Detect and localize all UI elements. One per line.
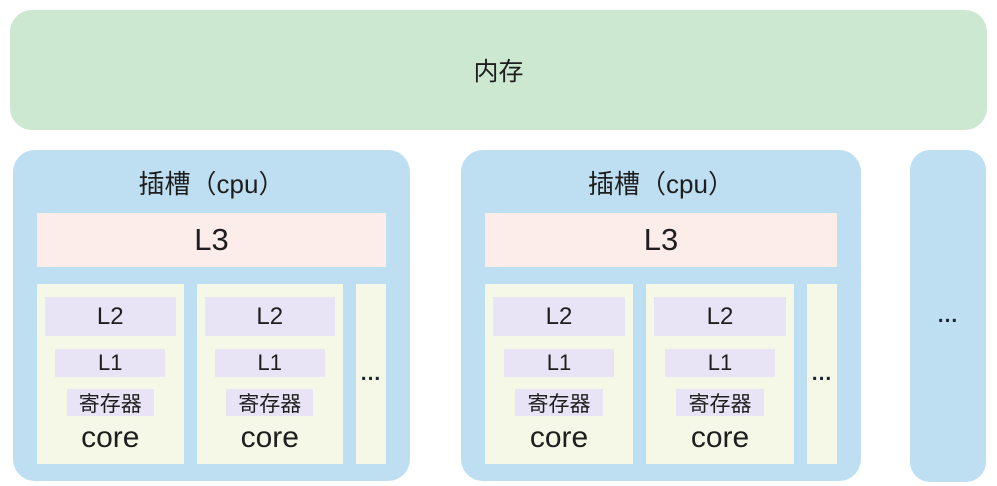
core-label: core [240,421,299,454]
register-block: 寄存器 [226,389,314,416]
l3-cache-block: L3 [37,213,386,267]
register-block: 寄存器 [514,389,604,416]
l2-cache-block: L2 [45,297,176,336]
l2-cache-block: L2 [654,297,786,336]
core-row: L2 L1 寄存器 core L2 L1 寄存器 core ... [37,284,386,464]
socket-title: 插槽（cpu） [138,168,285,199]
l1-cache-block: L1 [214,349,325,377]
l1-cache-block: L1 [503,349,615,377]
l3-label: L3 [643,222,679,257]
register-block: 寄存器 [675,389,765,416]
core-label: core [81,421,140,454]
memory-label: 内存 [473,58,524,86]
more-cores-ellipsis: ... [807,284,837,464]
core-block: L2 L1 寄存器 core [37,284,184,464]
core-label: core [690,421,750,454]
l3-cache-block: L3 [485,213,837,267]
socket-block-1: 插槽（cpu） L3 L2 L1 寄存器 core L2 L1 寄存器 core… [13,150,410,481]
l1-cache-block: L1 [664,349,776,377]
core-row: L2 L1 寄存器 core L2 L1 寄存器 core ... [485,284,837,464]
more-sockets-ellipsis: ... [910,150,986,482]
core-block: L2 L1 寄存器 core [646,284,794,464]
socket-block-2: 插槽（cpu） L3 L2 L1 寄存器 core L2 L1 寄存器 core… [461,150,861,481]
core-block: L2 L1 寄存器 core [196,284,343,464]
l2-cache-block: L2 [204,297,335,336]
register-block: 寄存器 [66,389,154,416]
memory-block: 内存 [10,10,987,130]
l1-cache-block: L1 [55,349,166,377]
l3-label: L3 [194,222,229,257]
socket-title: 插槽（cpu） [588,168,734,199]
l2-cache-block: L2 [493,297,625,336]
core-label: core [529,421,589,454]
more-cores-ellipsis: ... [356,284,386,464]
core-block: L2 L1 寄存器 core [485,284,633,464]
